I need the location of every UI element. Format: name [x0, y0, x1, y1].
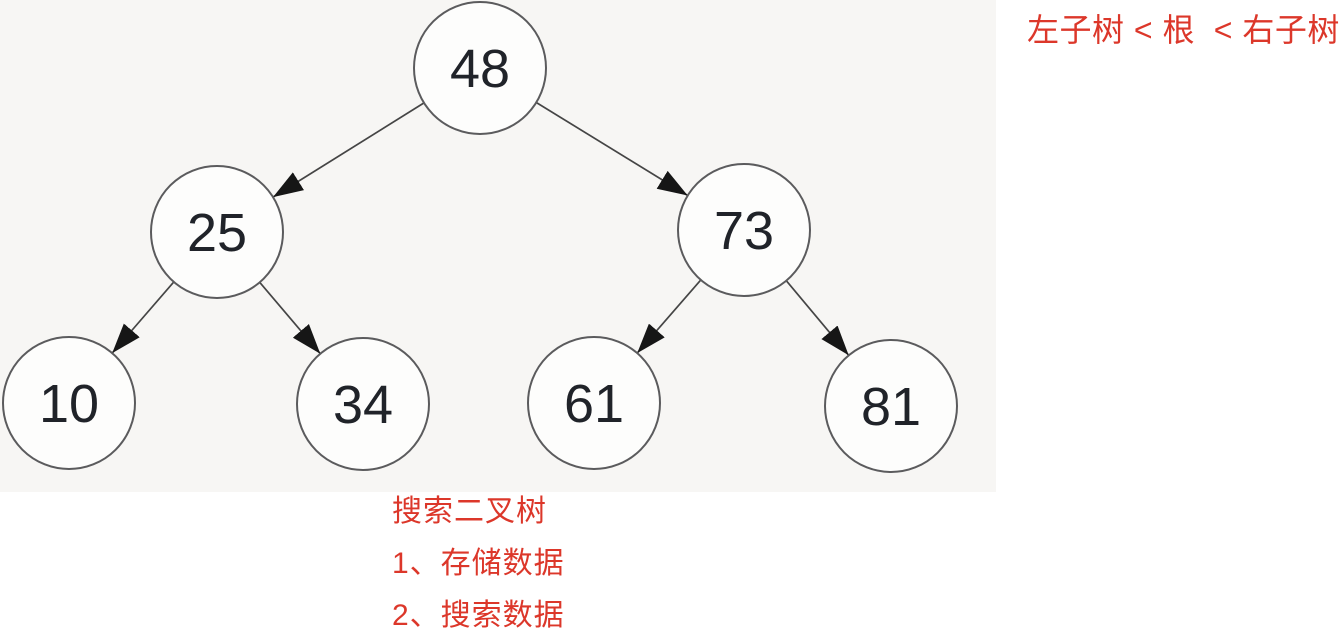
tree-node-circle [296, 337, 430, 471]
tree-node-value: 48 [450, 39, 510, 99]
tree-node-value: 25 [187, 203, 247, 263]
note-item-search-data: 2、搜索数据 [392, 599, 565, 632]
tree-node-circle [413, 1, 547, 135]
tree-node-73: 73 [677, 163, 811, 297]
tree-node-circle [824, 339, 958, 473]
tree-node-circle [2, 336, 136, 470]
tree-node-circle [150, 165, 284, 299]
tree-node-circle [677, 163, 811, 297]
tree-edge-48-to-73 [535, 101, 689, 197]
notes-block: 搜索二叉树 1、存储数据 2、搜索数据 [392, 486, 565, 639]
tree-node-10: 10 [2, 336, 136, 470]
tree-edge-25-to-34 [259, 281, 321, 355]
tree-node-48: 48 [413, 1, 547, 135]
note-item-store-data: 1、存储数据 [392, 547, 565, 580]
tree-edge-25-to-10 [111, 281, 175, 354]
tree-edge-73-to-81 [785, 280, 850, 356]
tree-edge-73-to-61 [636, 279, 702, 354]
tree-node-value: 81 [861, 377, 921, 437]
tree-node-circle [527, 336, 661, 470]
tree-node-value: 73 [714, 201, 774, 261]
tree-node-value: 61 [564, 374, 624, 434]
tree-node-value: 34 [333, 375, 393, 435]
bst-ordering-rule-annotation: 左子树 < 根 < 右子树 [1027, 12, 1339, 48]
notes-title: 搜索二叉树 [392, 495, 547, 528]
tree-node-81: 81 [824, 339, 958, 473]
binary-search-tree-diagram: 48 25 73 10 34 61 81 [2, 1, 958, 473]
tree-edge-48-to-25 [272, 102, 425, 198]
tree-node-value: 10 [39, 374, 99, 434]
tree-node-25: 25 [150, 165, 284, 299]
tree-node-61: 61 [527, 336, 661, 470]
tree-node-34: 34 [296, 337, 430, 471]
